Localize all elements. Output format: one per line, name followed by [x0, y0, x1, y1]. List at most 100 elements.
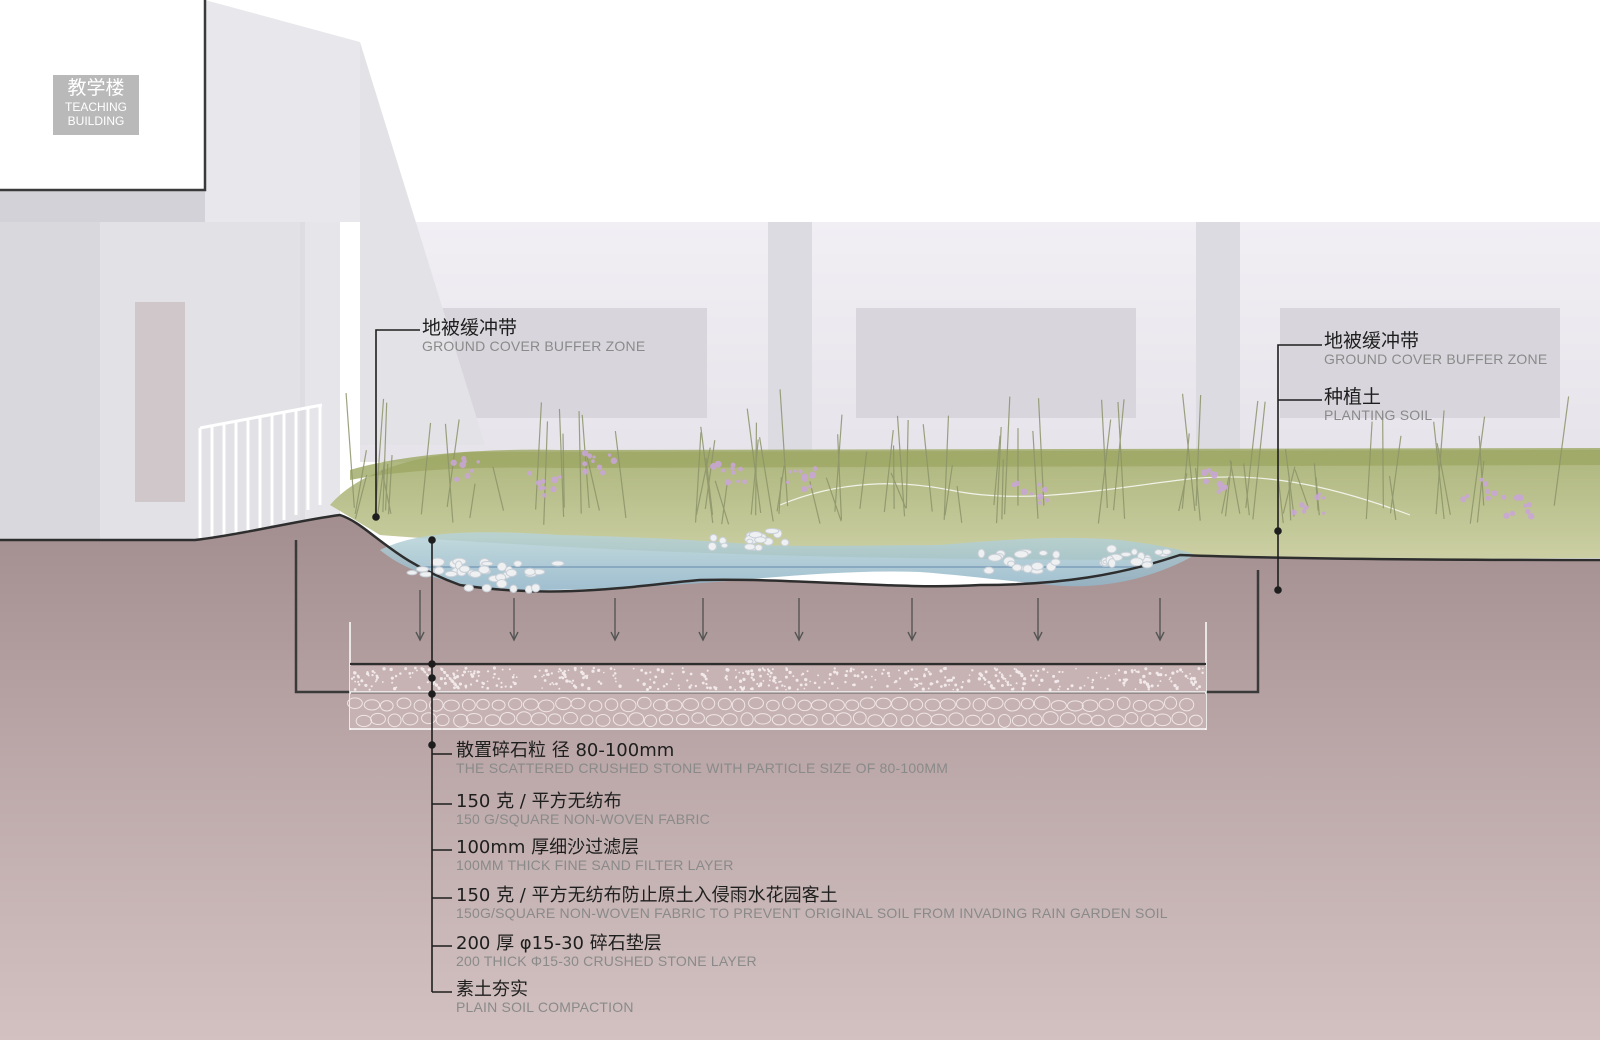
- sand-grain: [689, 672, 693, 676]
- flower-blossom: [1029, 492, 1034, 496]
- planting-band: [330, 448, 1600, 560]
- sand-grain: [771, 668, 774, 671]
- sand-grain: [453, 676, 457, 680]
- sand-grain: [458, 682, 462, 686]
- gravel-stone: [722, 713, 738, 726]
- sand-grain: [477, 674, 480, 677]
- sand-grain: [597, 680, 601, 683]
- reed-blade: [746, 408, 762, 513]
- sand-grain: [1006, 681, 1009, 684]
- sand-grain: [427, 668, 431, 672]
- sand-grain: [571, 682, 573, 685]
- sand-grain: [612, 674, 615, 677]
- sand-grain: [457, 686, 460, 690]
- sand-grain: [500, 686, 503, 689]
- sand-grain: [551, 681, 554, 684]
- sand-grain: [961, 681, 964, 684]
- sand-grain: [1142, 674, 1146, 679]
- sand-grain: [828, 677, 831, 680]
- pebble: [415, 566, 429, 573]
- gravel-stone: [771, 714, 787, 726]
- sand-grain: [424, 671, 427, 674]
- reed-blade: [859, 451, 868, 509]
- flower-blossom: [592, 455, 596, 459]
- gravel-stone: [1081, 699, 1099, 713]
- sand-grain: [1156, 673, 1160, 677]
- sand-grain: [558, 676, 562, 680]
- sand-grain: [582, 676, 585, 680]
- sand-grain: [763, 669, 766, 672]
- sand-grain: [360, 679, 364, 683]
- gravel-stone: [636, 696, 652, 710]
- flower-blossom: [1485, 488, 1491, 495]
- pebble: [505, 568, 518, 577]
- gravel-stone: [588, 699, 603, 712]
- reed-blade: [354, 474, 368, 519]
- gravel-stone: [965, 714, 981, 727]
- label-ground-cover-left: 地被缓冲带 GROUND COVER BUFFER ZONE: [422, 318, 645, 354]
- sand-grain: [613, 672, 617, 675]
- label-en: 100MM THICK FINE SAND FILTER LAYER: [456, 856, 734, 873]
- sand-grain: [452, 673, 456, 677]
- sand-grain: [856, 674, 860, 678]
- sand-grain: [694, 684, 698, 688]
- flower-blossom: [550, 486, 557, 493]
- sand-grain: [469, 670, 472, 673]
- sand-grain: [1198, 685, 1202, 689]
- reed-blade: [614, 431, 627, 518]
- sand-grain: [370, 685, 373, 688]
- gravel-stone: [955, 697, 971, 710]
- reed-blade: [1001, 459, 1004, 520]
- flower-blossom: [801, 485, 808, 493]
- sand-grain: [739, 685, 743, 689]
- pebble: [1030, 561, 1044, 571]
- flower-blossom: [1301, 509, 1307, 514]
- reed-blade: [1097, 419, 1112, 524]
- gravel-stone: [883, 713, 898, 727]
- gravel-stone: [754, 713, 772, 725]
- pebble: [746, 538, 754, 545]
- sand-grain: [408, 671, 412, 675]
- label-cn: 地被缓冲带: [1324, 330, 1420, 352]
- sand-grain: [569, 680, 572, 683]
- reed-blade: [944, 464, 953, 516]
- teaching-building: [0, 0, 485, 545]
- flower-blossom: [536, 480, 542, 486]
- sand-grain: [475, 679, 479, 683]
- sand-grain: [354, 680, 357, 683]
- sand-grain: [742, 677, 746, 681]
- sand-grain: [898, 677, 902, 680]
- reed-blade: [1178, 473, 1188, 512]
- sand-grain: [558, 668, 561, 671]
- sand-grain: [1147, 688, 1150, 691]
- gravel-stone: [1098, 698, 1115, 711]
- reed-blade: [1382, 413, 1384, 509]
- sand-grain: [352, 676, 356, 679]
- sand-grain: [1091, 686, 1094, 689]
- sand-grain: [704, 677, 708, 681]
- sand-grain: [1058, 685, 1061, 688]
- sand-grain: [1058, 670, 1061, 674]
- sand-grain: [565, 679, 569, 683]
- reed-blade: [721, 482, 728, 525]
- sand-grain: [1181, 670, 1184, 673]
- flower-blossom: [599, 469, 606, 476]
- reed-blade: [578, 411, 582, 514]
- sand-grain: [511, 675, 515, 679]
- flower-blossom: [558, 475, 562, 479]
- sand-grain: [1001, 684, 1004, 687]
- background-building: [360, 222, 1600, 462]
- reed-blade: [956, 486, 963, 523]
- flower-blossom: [587, 453, 593, 459]
- sand-grain: [411, 671, 414, 674]
- sand-grain: [427, 674, 430, 677]
- sand-grain: [1145, 682, 1150, 686]
- flower-blossom: [1216, 489, 1221, 494]
- sand-grain: [618, 684, 622, 688]
- sand-grain: [1187, 677, 1189, 679]
- pebble: [444, 570, 458, 578]
- sand-grain: [1040, 678, 1044, 682]
- sand-grain: [1057, 688, 1060, 691]
- flower-blossom: [1021, 488, 1028, 495]
- sand-grain: [669, 678, 672, 681]
